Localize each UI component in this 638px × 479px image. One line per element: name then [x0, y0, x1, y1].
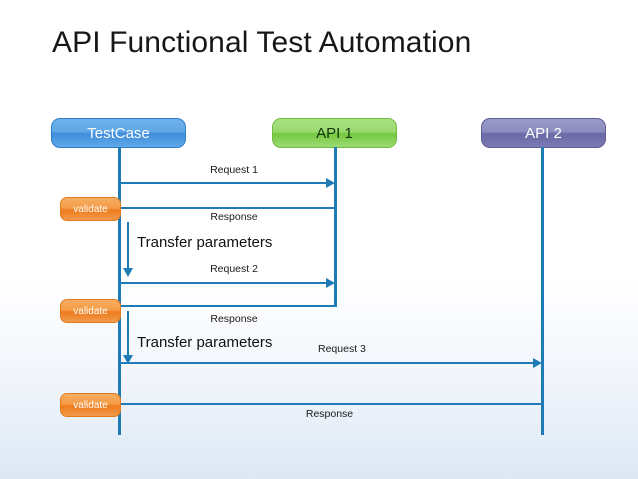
actor-label-api2: API 2 [525, 125, 562, 142]
message-line-response-3 [121, 403, 542, 405]
message-label-request-1: Request 1 [210, 164, 258, 176]
message-line-request-2 [119, 282, 333, 284]
actor-box-api2[interactable]: API 2 [481, 118, 606, 148]
transfer-arrow-head-2 [123, 355, 133, 364]
transfer-arrow-line-2 [127, 311, 129, 357]
actor-label-api1: API 1 [316, 125, 353, 142]
message-label-response-2: Response [210, 313, 258, 325]
validate-badge-1[interactable]: validate [60, 197, 121, 221]
actor-label-testcase: TestCase [87, 125, 150, 142]
transfer-arrow-line-1 [127, 222, 129, 270]
message-line-response-2 [121, 305, 335, 307]
note-transfer-parameters-2: Transfer parameters [137, 334, 273, 351]
message-label-response-1: Response [210, 211, 258, 223]
validate-label-1: validate [73, 204, 108, 215]
actor-box-api1[interactable]: API 1 [272, 118, 397, 148]
message-label-response-3: Response [305, 408, 354, 420]
message-label-request-2: Request 2 [210, 263, 258, 275]
message-arrowhead-request-3 [533, 358, 542, 368]
lifeline-api1 [334, 147, 337, 307]
message-label-request-3: Request 3 [318, 343, 366, 355]
validate-label-3: validate [73, 400, 108, 411]
message-line-request-1 [119, 182, 333, 184]
validate-label-2: validate [73, 306, 108, 317]
message-line-response-1 [121, 207, 335, 209]
transfer-arrow-head-1 [123, 268, 133, 277]
validate-badge-3[interactable]: validate [60, 393, 121, 417]
lifeline-testcase [118, 147, 121, 435]
lifeline-api2 [541, 147, 544, 435]
actor-box-testcase[interactable]: TestCase [51, 118, 186, 148]
message-line-request-3 [119, 362, 540, 364]
message-arrowhead-request-1 [326, 178, 335, 188]
message-arrowhead-request-2 [326, 278, 335, 288]
page-title: API Functional Test Automation [52, 26, 472, 59]
note-transfer-parameters-1: Transfer parameters [137, 234, 273, 251]
validate-badge-2[interactable]: validate [60, 299, 121, 323]
